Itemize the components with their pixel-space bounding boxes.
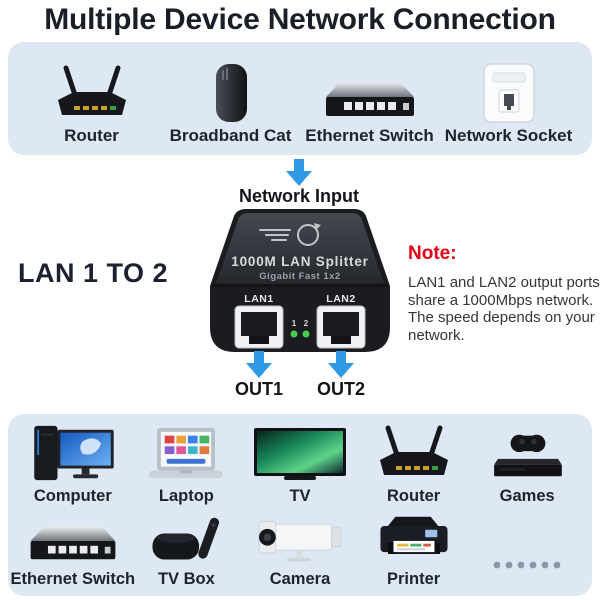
device-label: Printer	[387, 569, 441, 588]
device-label: Router	[387, 487, 441, 505]
figure-tv: TV	[243, 426, 357, 505]
ethernet-switch-icon	[30, 526, 116, 560]
client-devices-panel: Computer Laptop TV	[8, 414, 592, 596]
source-devices-panel: Router Broadband Cat Ethernet Switch Net…	[8, 42, 592, 155]
figure-tv-box: TV Box	[130, 513, 244, 588]
note-line: network.	[408, 326, 465, 344]
router-icon	[57, 65, 126, 116]
figure-camera: Camera	[243, 513, 357, 588]
lan-1-to-2-heading: LAN 1 TO 2	[18, 258, 169, 288]
network-socket-icon	[482, 63, 535, 124]
ethernet-switch-icon	[325, 82, 414, 117]
figure-ethernet-switch-2: Ethernet Switch	[10, 515, 135, 588]
router-icon	[379, 425, 448, 475]
device-label: Network Socket	[444, 126, 573, 146]
led1-label: 1	[292, 319, 297, 328]
figure-games: Games	[470, 426, 584, 505]
device-label: Games	[499, 487, 555, 505]
device-title-text: 1000M LAN Splitter	[231, 254, 368, 269]
led1-indicator	[290, 330, 298, 338]
device-label: Computer	[33, 487, 112, 505]
laptop-icon	[149, 427, 224, 479]
figure-router-2: Router	[357, 422, 471, 505]
page-title: Multiple Device Network Connection	[44, 3, 556, 36]
device-label: Ethernet Switch	[305, 126, 434, 146]
down-arrow-icon	[246, 351, 272, 378]
figure-router: Router	[22, 62, 161, 146]
device-label: Laptop	[158, 487, 214, 505]
modem-icon	[215, 64, 247, 123]
lan1-port-label: LAN1	[244, 293, 273, 305]
figure-ethernet-switch: Ethernet Switch	[300, 70, 439, 146]
out2-label: OUT2	[316, 379, 365, 399]
note-line: share a 1000Mbps network.	[408, 291, 594, 309]
note-block: Note: LAN1 and LAN2 output ports share a…	[408, 243, 600, 344]
figure-computer: Computer	[16, 422, 130, 505]
games-icon	[494, 434, 562, 477]
camera-icon	[258, 520, 342, 562]
device-label: Camera	[269, 569, 331, 588]
lan2-port-label: LAN2	[326, 293, 355, 305]
led2-label: 2	[304, 319, 309, 328]
down-arrow-icon	[328, 351, 354, 378]
speed-logo-icon	[259, 224, 319, 246]
tv-icon	[253, 428, 346, 480]
device-label: Router	[64, 126, 119, 146]
out1-label: OUT1	[234, 379, 283, 399]
note-line: The speed depends on your	[408, 309, 595, 326]
figure-network-socket: Network Socket	[439, 62, 578, 146]
figure-more-devices	[470, 545, 584, 588]
lan2-port-icon	[316, 305, 366, 349]
network-input-label: Network Input	[239, 186, 359, 206]
down-arrow-icon	[286, 159, 312, 186]
tv-box-icon	[152, 517, 220, 560]
device-subtitle-text: Gigabit Fast 1x2	[259, 271, 340, 282]
more-devices-icon	[493, 561, 561, 569]
device-label: Broadband Cat	[169, 126, 292, 146]
computer-icon	[34, 425, 114, 481]
figure-printer: Printer	[357, 513, 471, 588]
note-line: LAN1 and LAN2 output ports	[408, 274, 600, 291]
printer-icon	[380, 516, 448, 554]
figure-broadband-cat: Broadband Cat	[161, 62, 300, 146]
led2-indicator	[302, 330, 310, 338]
lan-splitter-device: 1000M LAN Splitter Gigabit Fast 1x2 LAN1…	[210, 209, 390, 352]
device-label: TV Box	[157, 569, 215, 588]
device-label: Ethernet Switch	[10, 569, 136, 588]
device-label: TV	[289, 487, 311, 505]
figure-laptop: Laptop	[130, 426, 244, 505]
lan1-port-icon	[234, 305, 284, 349]
note-title: Note:	[408, 243, 457, 264]
